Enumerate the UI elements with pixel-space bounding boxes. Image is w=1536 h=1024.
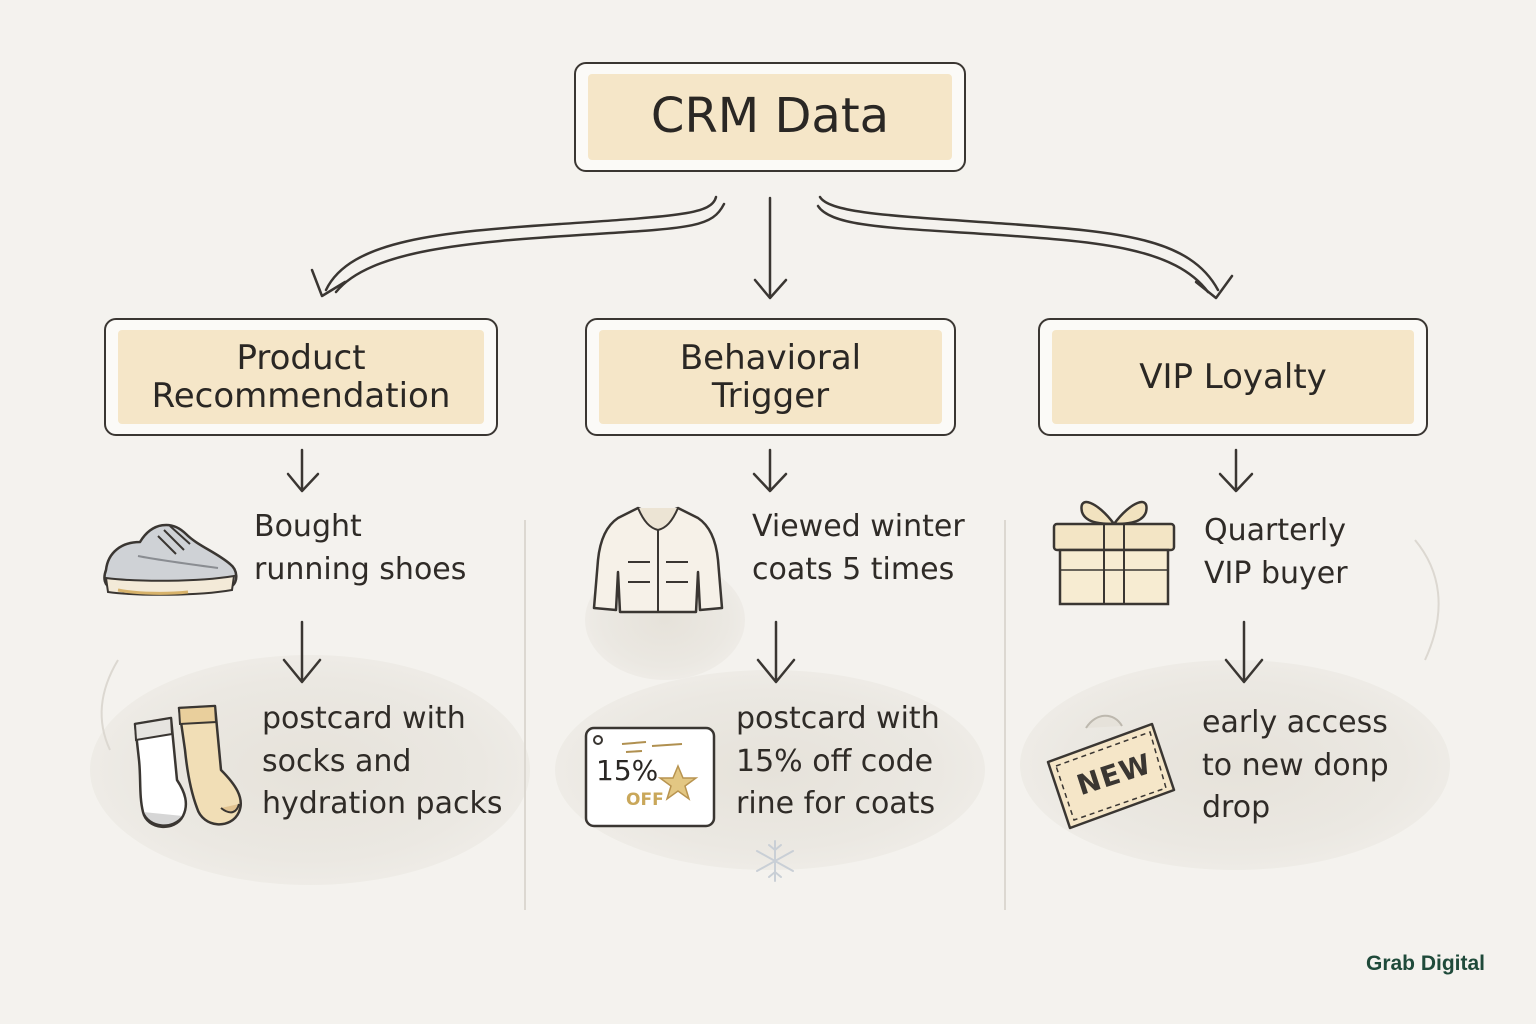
trigger-text-a: Bought running shoes bbox=[254, 509, 467, 587]
gift-box-icon bbox=[1052, 500, 1176, 606]
arrow-to-vip-loyalty bbox=[818, 195, 1220, 292]
result-text-c: early access to new donp drop bbox=[1202, 705, 1389, 826]
new-tag-icon bbox=[1046, 714, 1176, 830]
product-recommendation-label: Product Recommendation bbox=[151, 337, 451, 416]
product-recommendation-box: Product Recommendation bbox=[104, 318, 498, 436]
brand-logo-text: Grab Digital bbox=[1366, 952, 1486, 975]
snowflake-icon bbox=[756, 840, 794, 882]
trigger-text-c: Quarterly VIP buyer bbox=[1204, 513, 1348, 591]
crm-data-label: CRM Data bbox=[650, 88, 890, 145]
crm-data-box: CRM Data bbox=[574, 62, 966, 172]
coupon-percent: 15% bbox=[596, 754, 659, 787]
arrow-c-1 bbox=[1218, 448, 1254, 493]
vip-loyalty-box: VIP Loyalty bbox=[1038, 318, 1428, 436]
running-shoe-icon bbox=[103, 523, 238, 596]
arrow-b-2 bbox=[756, 620, 796, 684]
behavioral-trigger-label: Behavioral Trigger bbox=[679, 337, 862, 416]
arrow-to-product-recommendation bbox=[324, 195, 718, 292]
column-divider-left bbox=[524, 520, 526, 910]
socks-icon bbox=[133, 704, 242, 829]
arrow-a-2 bbox=[282, 620, 322, 684]
result-text-b: postcard with 15% off code rine for coat… bbox=[736, 701, 940, 822]
result-text-a: postcard with socks and hydration packs bbox=[262, 701, 503, 822]
column-divider-right bbox=[1004, 520, 1006, 910]
coupon-off: OFF bbox=[626, 790, 664, 810]
vip-loyalty-label: VIP Loyalty bbox=[1139, 356, 1327, 397]
behavioral-trigger-box: Behavioral Trigger bbox=[585, 318, 956, 436]
discount-postcard-icon bbox=[584, 726, 716, 828]
arrow-c-2 bbox=[1224, 620, 1264, 684]
trigger-text-b: Viewed winter coats 5 times bbox=[752, 509, 965, 587]
winter-coat-icon bbox=[592, 506, 724, 614]
arrow-a-1 bbox=[286, 448, 320, 493]
arrow-b-1 bbox=[752, 448, 788, 493]
